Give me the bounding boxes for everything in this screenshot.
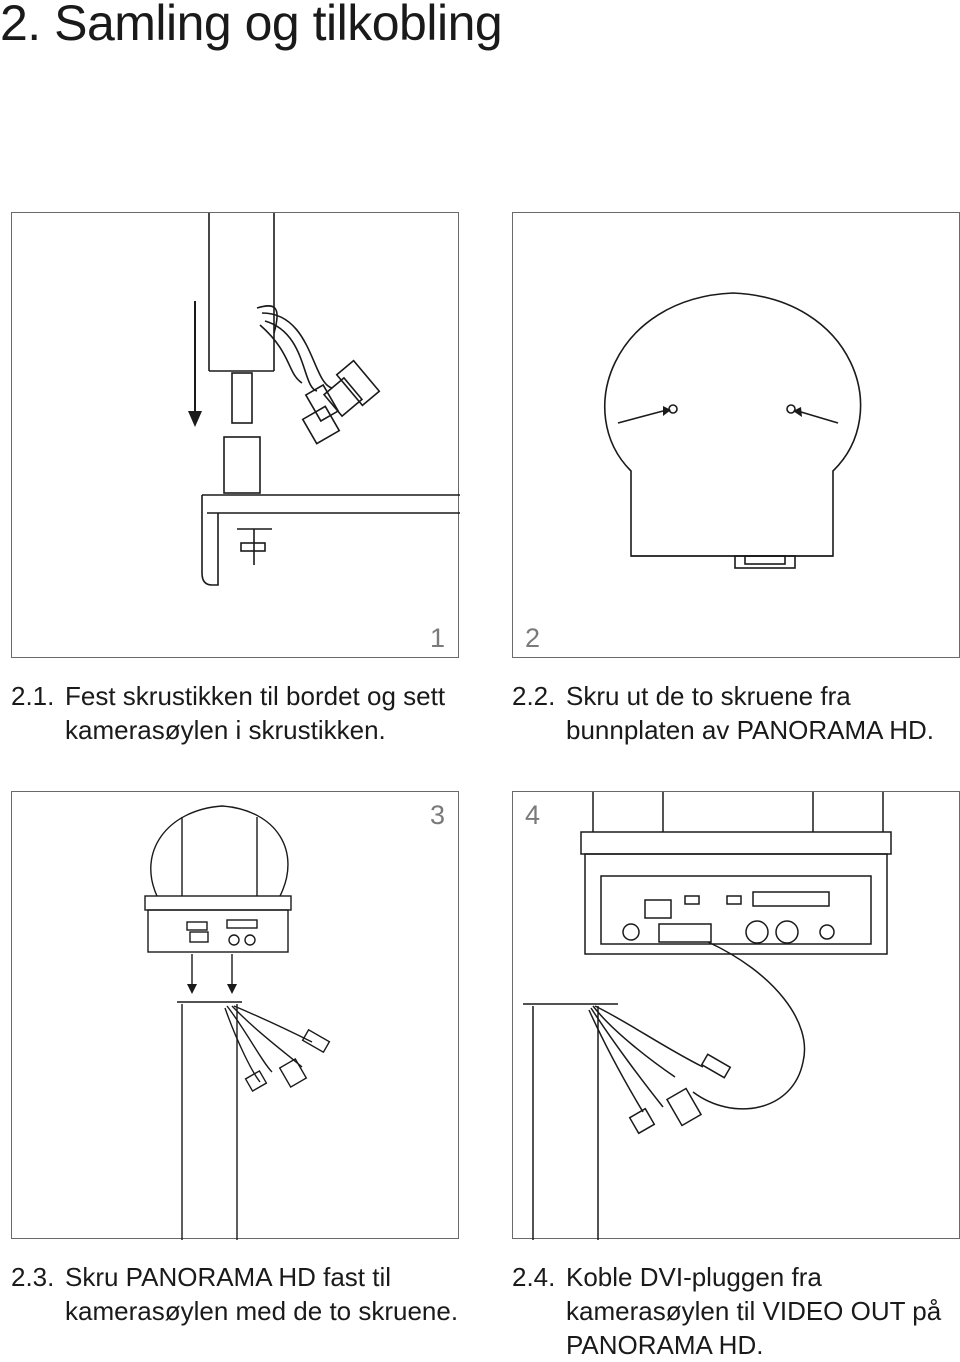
step-1-illustration: 1 bbox=[11, 212, 460, 658]
column-clamp-drawing bbox=[188, 213, 460, 586]
step-number: 1 bbox=[430, 623, 446, 653]
caption-line: kamerasøylen til VIDEO OUT på bbox=[566, 1296, 942, 1326]
camera-bottom-drawing bbox=[604, 292, 862, 569]
step-4-caption: 2.4. Koble DVI-pluggen fra kamerasøylen t… bbox=[512, 1260, 941, 1362]
caption-line: bunnplaten av PANORAMA HD. bbox=[566, 715, 935, 745]
caption-number: 2.3. bbox=[11, 1262, 55, 1292]
caption-line: Koble DVI-pluggen fra bbox=[566, 1262, 822, 1292]
step-4-illustration: 4 bbox=[512, 791, 960, 1240]
caption-line: Skru PANORAMA HD fast til bbox=[65, 1262, 392, 1292]
step-3-caption: 2.3. Skru PANORAMA HD fast til kamerasøyl… bbox=[11, 1260, 458, 1328]
caption-line: kamerasøylen i skrustikken. bbox=[65, 715, 386, 745]
screw-icon bbox=[786, 404, 796, 414]
step-number: 2 bbox=[525, 623, 541, 653]
camera-mount-drawing bbox=[144, 805, 331, 1240]
caption-line: Skru ut de to skruene fra bbox=[566, 681, 851, 711]
caption-number: 2.4. bbox=[512, 1262, 556, 1292]
step-2-illustration: 2 bbox=[512, 212, 960, 658]
step-number: 3 bbox=[430, 800, 446, 830]
page-title: 2. Samling og tilkobling bbox=[0, 0, 503, 51]
step-number: 4 bbox=[525, 800, 541, 830]
caption-number: 2.1. bbox=[11, 681, 55, 711]
caption-number: 2.2. bbox=[512, 681, 556, 711]
screw-icon bbox=[668, 404, 678, 414]
caption-line: kamerasøylen med de to skruene. bbox=[65, 1296, 459, 1326]
caption-line: PANORAMA HD. bbox=[566, 1330, 764, 1360]
caption-line: Fest skrustikken til bordet og sett bbox=[65, 681, 446, 711]
step-3-illustration: 3 bbox=[11, 791, 459, 1240]
step-1-caption: 2.1.Fest skrustikken til bordet og sett … bbox=[11, 679, 445, 747]
dvi-connection-drawing bbox=[523, 792, 892, 1240]
step-2-caption: 2.2. Skru ut de to skruene fra bunnplaten… bbox=[512, 679, 934, 747]
